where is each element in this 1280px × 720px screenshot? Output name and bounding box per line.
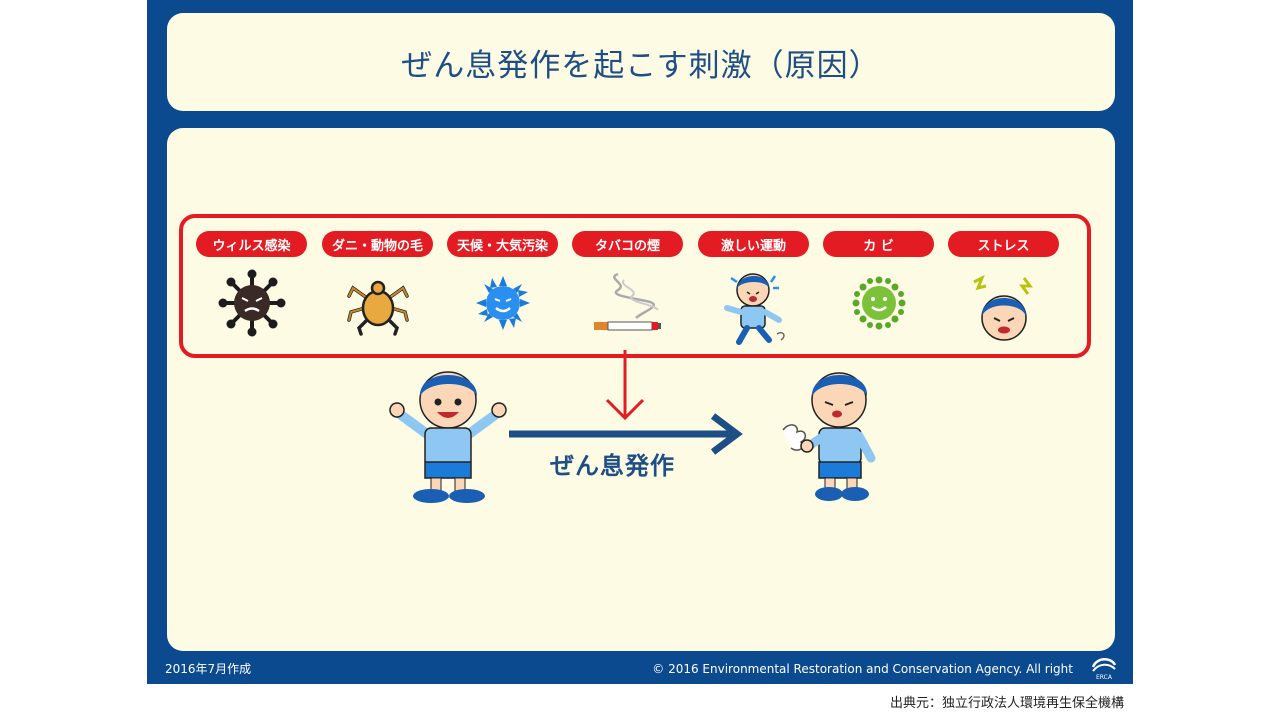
right-arrow-icon [509,413,743,455]
asthma-attack-label: ぜん息発作 [550,452,675,480]
title-panel: ぜん息発作を起こす刺激（原因） [167,13,1115,111]
causes-frame: ウィルス感染 ダニ・動物の毛 天候・大気汚染 タバコの煙 激しい運動 カ ビ ス… [179,214,1091,358]
erca-logo-text: ERCA [1096,674,1113,681]
source-credit: 出典元：独立行政法人環境再生保全機構 [889,696,1124,711]
cause-label-mold: カ ビ [823,231,934,257]
copyright-text: © 2016 Environmental Restoration and Con… [652,662,1073,676]
creation-date: 2016年7月作成 [165,662,252,676]
coughing-child-icon [782,372,876,501]
mold-icon [829,268,929,348]
cause-label-exercise: 激しい運動 [698,231,809,257]
happy-child-icon [389,371,507,503]
mite-icon [328,268,428,348]
cause-label-virus: ウィルス感染 [196,231,307,257]
cause-label-stress: ストレス [948,231,1059,257]
cause-label-mite: ダニ・動物の毛 [322,231,433,257]
cigarette-icon [578,268,678,348]
erca-logo-icon: ERCA [1091,658,1117,681]
cause-label-weather: 天候・大気汚染 [447,231,558,257]
down-arrow-icon [605,350,645,421]
page-title: ぜん息発作を起こす刺激（原因） [401,47,881,84]
virus-icon [202,268,302,348]
stressed-child-icon [954,268,1054,348]
cause-label-tobacco: タバコの煙 [572,231,683,257]
running-child-icon [704,268,804,348]
content-panel: ウィルス感染 ダニ・動物の毛 天候・大気汚染 タバコの煙 激しい運動 カ ビ ス… [167,128,1115,651]
weather-pollution-icon [453,268,553,348]
slide: ぜん息発作を起こす刺激（原因） ウィルス感染 ダニ・動物の毛 天候・大気汚染 タ… [147,0,1133,684]
